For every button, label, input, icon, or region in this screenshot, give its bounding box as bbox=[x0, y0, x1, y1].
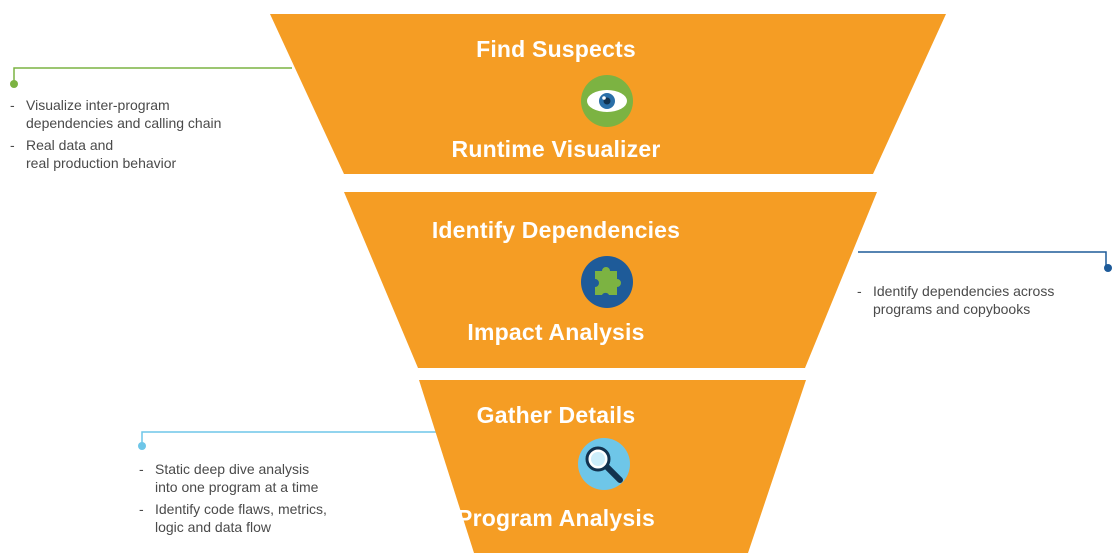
note-impact-analysis: - Identify dependencies across programs … bbox=[857, 282, 1054, 322]
note-program-analysis: - Static deep dive analysis into one pro… bbox=[139, 460, 327, 540]
stage-1-bottom-label: Runtime Visualizer bbox=[451, 136, 661, 162]
connector-program-analysis bbox=[138, 431, 436, 450]
stage-3-top-label: Gather Details bbox=[476, 402, 636, 428]
note-text: Identify dependencies across programs an… bbox=[873, 283, 1055, 317]
list-item: - Static deep dive analysis into one pro… bbox=[139, 461, 319, 495]
connector-line bbox=[13, 67, 292, 84]
eye-icon bbox=[581, 75, 633, 127]
stage-2-bottom-label: Impact Analysis bbox=[467, 319, 645, 345]
list-item: - Visualize inter-program dependencies a… bbox=[10, 97, 222, 131]
connector-line bbox=[141, 431, 436, 446]
note-text: Static deep dive analysis into one progr… bbox=[155, 461, 319, 495]
list-item: - Identify code flaws, metrics, logic an… bbox=[139, 501, 327, 535]
connector-line bbox=[858, 251, 1107, 266]
list-item: - Real data and real production behavior bbox=[10, 137, 177, 171]
stage-3-bottom-label: Program Analysis bbox=[457, 505, 655, 531]
note-text: Real data and real production behavior bbox=[26, 137, 177, 171]
stage-1-top-label: Find Suspects bbox=[476, 36, 636, 62]
stage-2-top-label: Identify Dependencies bbox=[431, 217, 681, 243]
connector-runtime-visualizer bbox=[10, 67, 292, 88]
magnifier-icon bbox=[578, 438, 630, 490]
connector-impact-analysis bbox=[858, 251, 1112, 272]
note-text: Visualize inter-program dependencies and… bbox=[26, 97, 222, 131]
list-item: - Identify dependencies across programs … bbox=[857, 283, 1055, 317]
puzzle-icon bbox=[581, 256, 633, 308]
note-runtime-visualizer: - Visualize inter-program dependencies a… bbox=[10, 96, 221, 176]
note-text: Identify code flaws, metrics, logic and … bbox=[155, 501, 327, 535]
connector-dot bbox=[1104, 264, 1112, 272]
